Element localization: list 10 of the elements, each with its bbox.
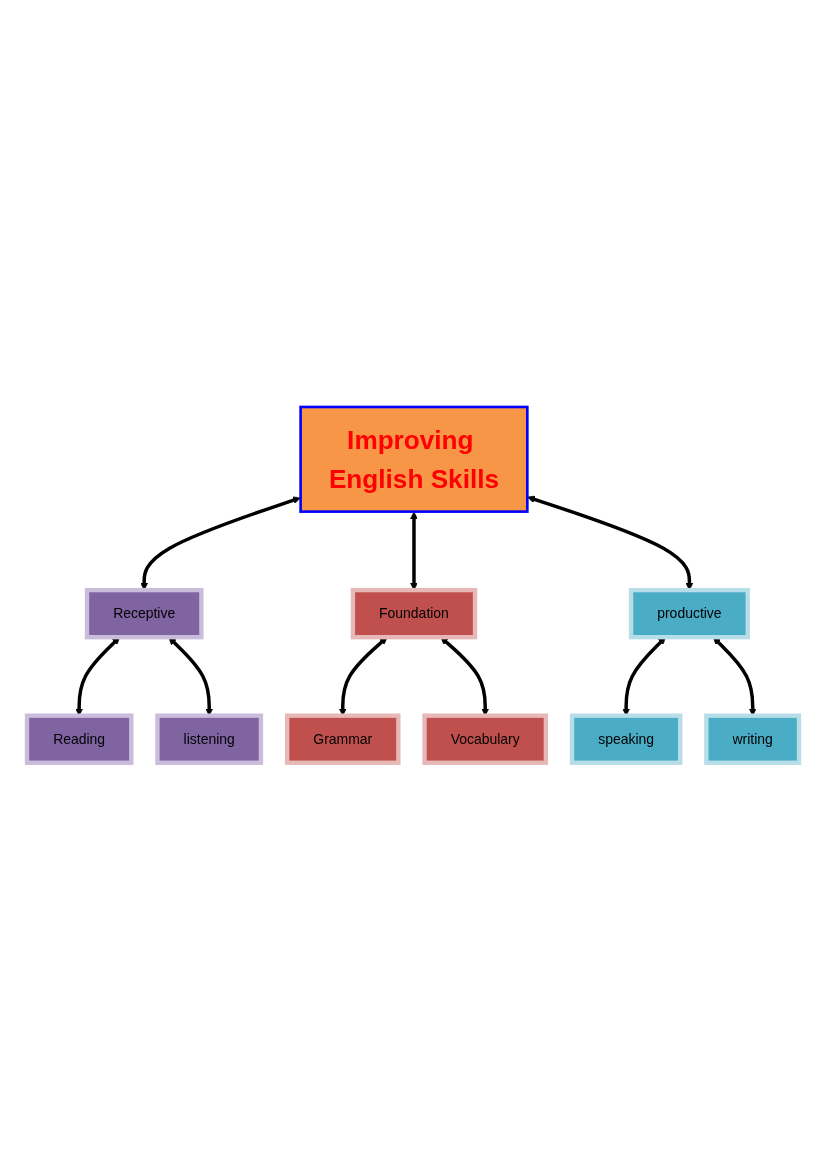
node-box: writing (704, 713, 802, 765)
node-box: productive (628, 587, 750, 639)
node-box: speaking (569, 713, 683, 765)
node-box: Grammar (284, 713, 401, 765)
node-box: listening (155, 713, 264, 765)
node-box: Receptive (84, 587, 204, 639)
node-box: Vocabulary (422, 713, 549, 765)
node-box: Improving English Skills (299, 405, 529, 513)
node-box: Reading (24, 713, 134, 765)
node-box: Foundation (350, 587, 478, 639)
